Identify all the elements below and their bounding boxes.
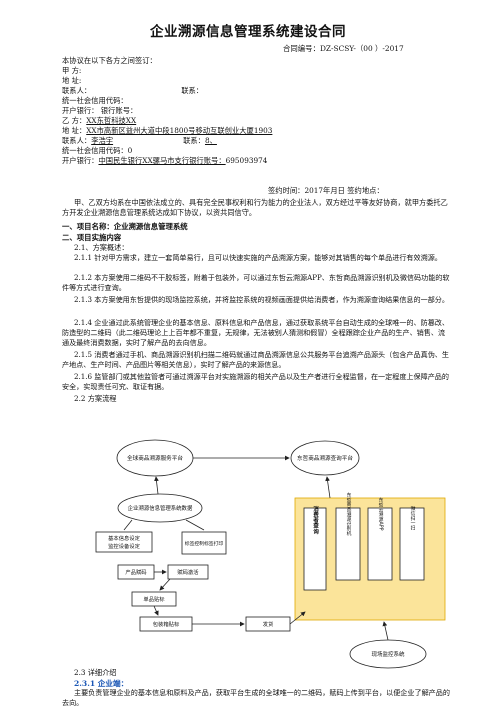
para-2-1-6: 2.1.6 监管部门或其他监管者可通过溯源平台对实施溯源的相关产品以及生产者进行… [62, 372, 450, 392]
arrow-monitor-to-region [382, 621, 389, 641]
section-2-2-heading: 2.2 方案流程 [74, 394, 117, 403]
signing-info: 签约时间：2017年月日 签约地点： [268, 186, 384, 195]
recognizer-box [335, 507, 361, 581]
party-b-contact-line: 联系人：李浩宇 联系：8、 [62, 136, 442, 146]
para-2-1-1: 2.1.1 针对甲方需求，建立一套简单易行，且可以快速实施的产品溯源方案，能够对… [62, 253, 450, 263]
para-2-1-4-text: 2.1.4 企业通过此系统管理企业的基本信息、原料信息和产品信息，通过获取系统平… [62, 318, 449, 347]
connector-system-right [185, 519, 205, 531]
label-print-box [181, 531, 227, 555]
party-a-contact-line: 联系人： 联系： [62, 86, 442, 96]
party-info: 本协议在以下各方之间签订： 甲 方: 地 址: 联系人： 联系： 统一社会信用代码… [62, 56, 442, 166]
party-b-name-line: 乙 方：XX东哲科技XX [62, 116, 442, 126]
code-activate-box [167, 564, 209, 580]
query-platform-oval [290, 440, 360, 476]
para-2-1-4: 2.1.4 企业通过此系统管理企业的基本信息、原料信息和产品信息，通过获取系统平… [62, 318, 450, 348]
arrow-single-to-pack [153, 605, 159, 616]
document-title: 企业溯源信息管理系统建设合同 [150, 24, 346, 40]
para-2-1-5-text: 2.1.5 消费者通过手机、商品溯源识别机扫描二维码就通过商品溯源信息公共服务平… [62, 350, 449, 369]
section-2-1-heading: 2.1、方案概述： [74, 243, 129, 252]
party-b-phone: 8、 [204, 136, 217, 145]
para-2-1-3: 2.1.3 本方案使用东哲提供的现场监控系统，并将监控系统的视频画面提供给消费者… [62, 295, 450, 305]
intro-line: 本协议在以下各方之间签订： [62, 56, 157, 65]
section-2-heading: 二、项目实施内容 [62, 233, 122, 242]
pack-label-label: 包装箱贴标 [153, 620, 180, 628]
para-2-1-5: 2.1.5 消费者通过手机、商品溯源识别机扫描二维码就通过商品溯源信息公共服务平… [62, 350, 450, 370]
basic-info-box [95, 531, 153, 553]
contract-number: 合同编号：DZ-SCSY-（00 ）-2017 [283, 44, 404, 53]
party-b-bank-line: 开户银行：中国民生银行XX骡马市支行银行账号：695093974 [62, 156, 442, 166]
enterprise-system-oval [117, 493, 203, 523]
consumer-label: 消费者查询 [312, 505, 320, 535]
enterprise-system-label: 企业溯源信息管理系统数据 [128, 504, 193, 512]
single-label-label: 单品贴标 [143, 595, 165, 603]
global-service-label: 全球商品溯源服务平台 [127, 454, 183, 462]
para-2-1-6-text: 2.1.6 监管部门或其他监管者可通过溯源平台对实施溯源的相关产品以及生产者进行… [62, 372, 449, 391]
consumer-box [303, 507, 327, 591]
party-a-phone: 联系： [181, 86, 204, 95]
section-2-3-1-heading: 2.3.1 企业端： [74, 679, 129, 688]
arrow-ship-to-region [289, 611, 306, 625]
party-b-account: 695093974 [225, 156, 268, 165]
party-b-bank-label: 开户银行： [62, 156, 99, 165]
arrow-activate-to-single [159, 578, 171, 591]
recognizer-label: 东哲商品溯源识别机 [346, 492, 351, 537]
party-a-name: 甲 方: [62, 66, 82, 75]
monitor-system-label: 现场监控系统 [371, 650, 405, 658]
party-b-phone-label: 联系： [183, 136, 205, 145]
basic-info-label: 基本信息设定 [108, 534, 140, 542]
para-2-1-3-text: 2.1.3 本方案使用东哲提供的现场监控系统，并将监控系统的视频画面提供给消费者… [74, 295, 449, 304]
party-a-credit-code: 统一社会信用代码： [62, 96, 128, 105]
party-b-credit-code: 统一社会信用代码：0 [62, 146, 133, 155]
para-2-3-1: 主要负责管理企业的基本信息和原料及产品，获取平台生成的全球唯一的二维码，赋码上传… [62, 688, 450, 707]
para-2-1-1-text: 2.1.1 针对甲方需求，建立一套简单易行，且可以快速实施的产品溯源方案，能够对… [74, 253, 442, 262]
app-label: 东哲云溯源APP [378, 497, 384, 531]
wechat-box [399, 507, 425, 581]
ship-label: 发货 [263, 620, 274, 628]
party-b-address-label: 地 址： [62, 126, 87, 135]
party-b-contact-label: 联系人： [62, 136, 92, 145]
arrow-region-to-query [325, 476, 331, 499]
preamble: 甲、乙双方均系在中国依法成立的、具有完全民事权利和行为能力的企业法人，双方经过平… [62, 198, 448, 217]
query-platform-label: 东哲商品溯源查询平台 [297, 454, 353, 462]
party-a-address: 地 址: [62, 76, 82, 85]
connector-system-left [123, 519, 133, 531]
party-b-contact: 李浩宇 [91, 136, 114, 145]
arrow-system-to-global [154, 476, 159, 495]
party-b-address-line: 地 址：XX市高新区益州大道中段1800号移动互联创业大厦1903 [62, 126, 442, 136]
para-2-1-2: 2.1.2 本方案使用二维码不干胶标签，附着于包装外，可以通过东哲云溯源APP、… [62, 273, 450, 293]
code-activate-label: 赋码激活 [177, 568, 199, 576]
product-code-label: 产品赋码 [125, 568, 146, 576]
party-b-name-label: 乙 方： [62, 116, 87, 125]
app-box [367, 507, 393, 581]
label-print-label: 标签控制标签打印 [185, 540, 224, 547]
party-b-address: XX市高新区益州大道中段1800号移动互联创业大厦1903 [86, 126, 273, 135]
wechat-label: 微信扫一扫 [410, 505, 415, 531]
section-2-3-heading: 2.3 详细介绍 [74, 668, 117, 677]
para-2-1-2-text: 2.1.2 本方案使用二维码不干胶标签，附着于包装外，可以通过东哲云溯源APP、… [62, 273, 450, 292]
party-b-name: XX东哲科技XX [86, 116, 137, 125]
party-b-bank: 中国民生银行XX骡马市支行银行账号： [98, 156, 226, 165]
monitor-info-label: 监控设备设定 [108, 542, 140, 550]
party-a-contact: 联系人： [62, 86, 92, 95]
party-a-bank: 开户银行： 银行账号： [62, 106, 138, 115]
section-1-heading: 一、项目名称：企业溯源信息管理系统 [62, 222, 188, 231]
